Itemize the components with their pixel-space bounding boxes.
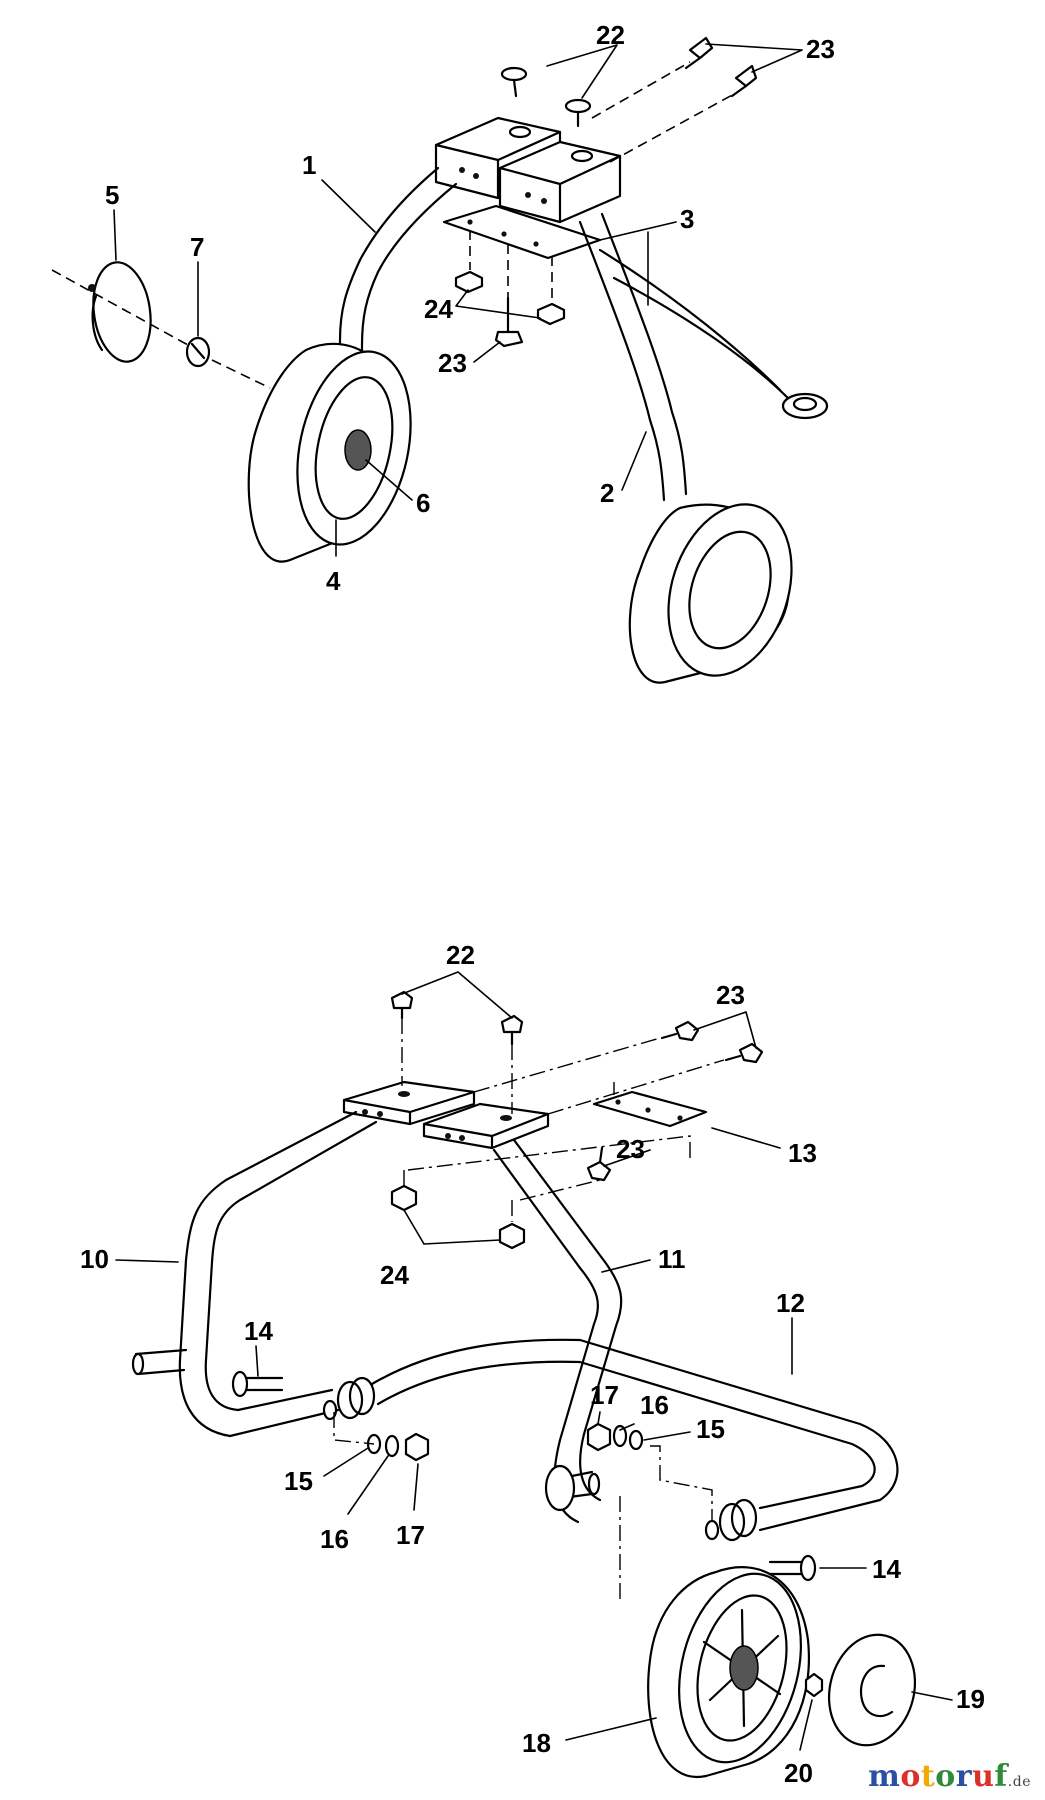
callout-17-left: 17 <box>396 1520 425 1550</box>
tube-part-2 <box>578 212 688 502</box>
pin-part-14-left <box>231 1370 284 1398</box>
callout-24-top: 24 <box>424 294 453 324</box>
hubcap-part-19 <box>827 1633 917 1747</box>
bracket-right <box>422 1102 550 1150</box>
nuts-part-24-top <box>454 270 566 326</box>
callout-15-left: 15 <box>284 1466 313 1496</box>
watermark-suffix: .de <box>1007 1774 1031 1790</box>
callout-14-right: 14 <box>872 1554 901 1584</box>
callout-3: 3 <box>680 204 694 234</box>
callout-1: 1 <box>302 150 316 180</box>
callout-22-top: 22 <box>596 20 625 50</box>
callout-20: 20 <box>784 1758 813 1788</box>
tube-part-10 <box>178 1110 378 1438</box>
watermark-letter: u <box>972 1759 995 1794</box>
wheel-part-4 <box>247 342 412 563</box>
callout-23-top: 23 <box>806 34 835 64</box>
callout-16-right: 16 <box>640 1390 669 1420</box>
axle-left <box>134 1348 188 1376</box>
wheel-part-18 <box>647 1566 810 1779</box>
callout-14-left: 14 <box>244 1316 273 1346</box>
callout-15-right: 15 <box>696 1414 725 1444</box>
callout-6: 6 <box>416 488 430 518</box>
watermark-letter: o <box>935 1759 956 1794</box>
clips-part-23-top <box>684 36 758 98</box>
clamp-block-right <box>498 140 622 224</box>
top-assembly: 22 23 1 3 5 7 24 23 6 4 2 <box>51 20 835 684</box>
callout-13: 13 <box>788 1138 817 1168</box>
watermark-letter: t <box>920 1759 936 1794</box>
callout-10: 10 <box>80 1244 109 1274</box>
tube-part-12 <box>370 1338 899 1532</box>
motoruf-watermark: motoruf.de <box>868 1759 1031 1794</box>
stay-rod <box>598 248 792 402</box>
pin-part-14-right <box>768 1554 817 1582</box>
hubcap-part-5 <box>88 261 152 363</box>
watermark-letter: r <box>955 1759 973 1794</box>
callout-7: 7 <box>190 232 204 262</box>
callout-11: 11 <box>658 1244 686 1274</box>
callout-2: 2 <box>600 478 614 508</box>
nuts-part-24-bottom <box>390 1184 526 1250</box>
tube-part-11 <box>492 1138 623 1524</box>
callout-19: 19 <box>956 1684 985 1714</box>
tube-part-1 <box>338 166 458 442</box>
callout-23-bottom-middle: 23 <box>616 1134 645 1164</box>
callout-18: 18 <box>522 1728 551 1758</box>
watermark-letter: f <box>994 1759 1008 1794</box>
callout-12: 12 <box>776 1288 805 1318</box>
clip-part-7 <box>185 336 211 368</box>
bolts-part-22-top <box>500 66 592 128</box>
bracket-left <box>342 1080 476 1126</box>
watermark-letters: motoruf <box>868 1759 1008 1794</box>
callout-5: 5 <box>105 180 119 210</box>
callout-4: 4 <box>326 566 341 596</box>
wheel-right-top <box>628 503 793 684</box>
watermark-letter: o <box>900 1759 921 1794</box>
hardware-right <box>586 1422 644 1452</box>
callout-24-bottom: 24 <box>380 1260 409 1290</box>
bottom-assembly: 22 23 23 13 10 24 11 12 14 17 16 15 15 1… <box>80 940 985 1788</box>
watermark-letter: m <box>868 1759 901 1794</box>
hardware-left <box>366 1432 430 1462</box>
bolt-part-23-lower <box>494 296 524 348</box>
nut-part-20 <box>804 1672 824 1698</box>
callout-22-bottom: 22 <box>446 940 475 970</box>
callout-23-lower: 23 <box>438 348 467 378</box>
bolts-part-22-bottom <box>390 990 524 1046</box>
callout-17-right: 17 <box>590 1380 619 1410</box>
callout-16-left: 16 <box>320 1524 349 1554</box>
callout-23-bottom-upper: 23 <box>716 980 745 1010</box>
